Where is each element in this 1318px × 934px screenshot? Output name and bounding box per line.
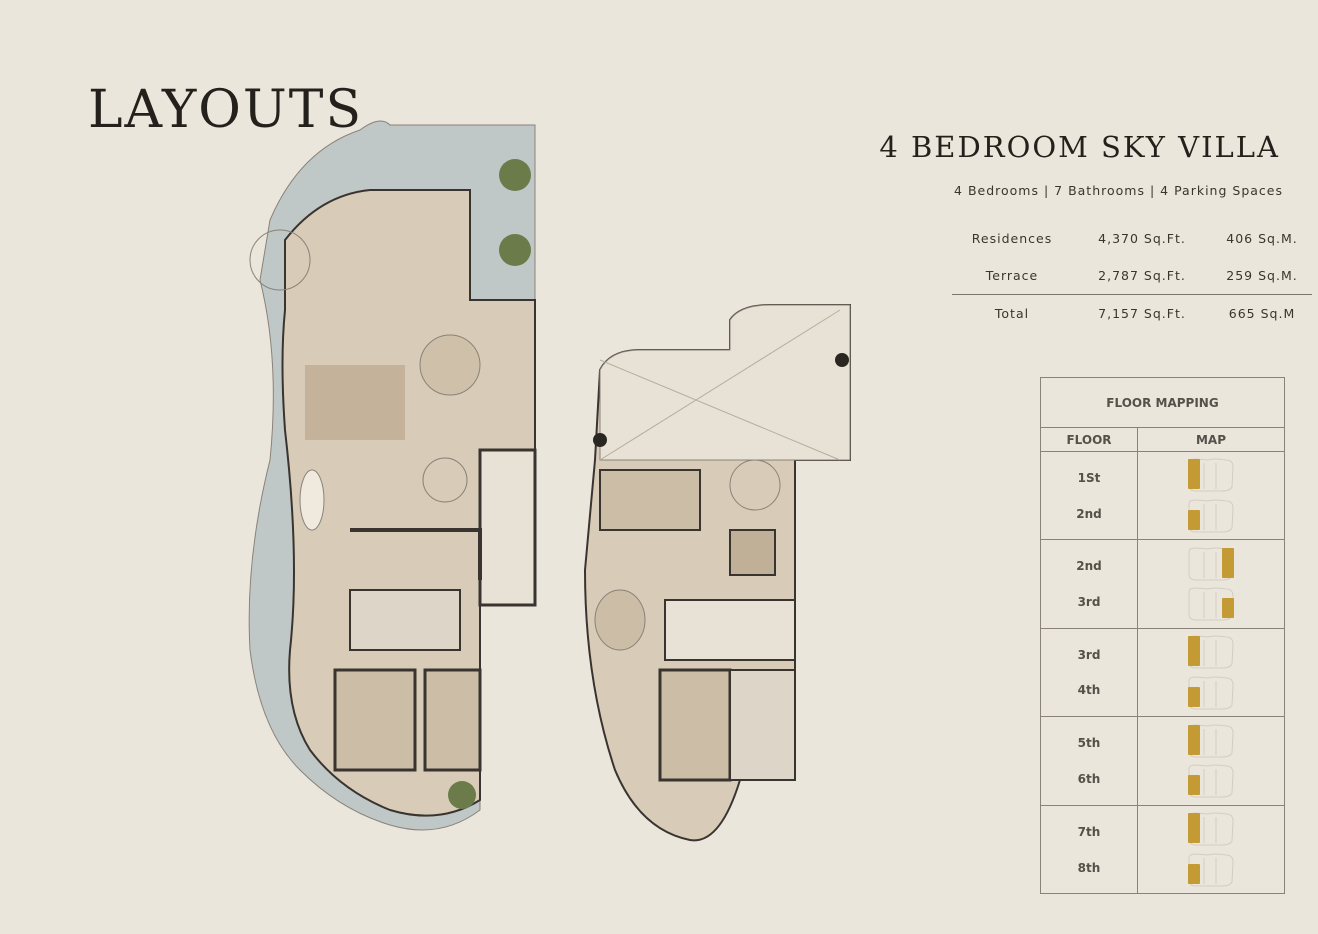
- floor-map-thumbnail: [1188, 547, 1234, 581]
- map-cell: [1138, 540, 1284, 627]
- floor-map-thumbnail: [1188, 676, 1234, 710]
- map-cell: [1138, 452, 1284, 539]
- floor-column-header: FLOOR: [1041, 428, 1138, 451]
- unit-summary: 4 Bedrooms | 7 Bathrooms | 4 Parking Spa…: [954, 183, 1283, 198]
- floor-mapping-title: FLOOR MAPPING: [1041, 378, 1284, 428]
- floor-label: 1St: [1077, 470, 1101, 485]
- floor-label: 4th: [1077, 683, 1101, 698]
- area-sqm: 259 Sq.M.: [1226, 268, 1298, 283]
- floor-mapping-row: 2nd 3rd: [1041, 540, 1284, 629]
- floor-label: 8th: [1077, 860, 1101, 875]
- area-label: Terrace: [985, 268, 1039, 283]
- floor-label: 2nd: [1076, 506, 1102, 521]
- floor-map-thumbnail: [1188, 499, 1234, 533]
- floor-mapping-row: 5th 6th: [1041, 717, 1284, 806]
- floor-cell: 1St 2nd: [1041, 452, 1138, 540]
- floor-map-thumbnail: [1188, 458, 1234, 492]
- area-sqm: 665 Sq.M: [1228, 305, 1296, 321]
- floor-mapping-table: FLOOR MAPPING FLOOR MAP 1St 2nd 2nd 3rd: [1040, 377, 1285, 894]
- floor-mapping-row: 1St 2nd: [1041, 452, 1284, 541]
- floor-label: 2nd: [1076, 559, 1102, 574]
- floor-map-thumbnail: [1188, 812, 1234, 846]
- floor-cell: 7th 8th: [1041, 805, 1138, 894]
- floor-map-thumbnail: [1188, 587, 1234, 621]
- area-label: Total: [994, 305, 1030, 321]
- area-sqft: 2,787 Sq.Ft.: [1098, 268, 1186, 283]
- living-rug: [305, 365, 405, 440]
- floor-cell: 3rd 4th: [1041, 628, 1138, 717]
- map-cell: [1138, 806, 1284, 894]
- floor-map-thumbnail: [1188, 853, 1234, 887]
- area-sqft: 7,157 Sq.Ft.: [1098, 305, 1186, 321]
- area-row-residences: Residences 4,370 Sq.Ft. 406 Sq.M.: [952, 220, 1312, 257]
- spiral-stair-icon: [249, 229, 311, 291]
- floor-label: 7th: [1077, 824, 1101, 839]
- floor-mapping-row: 3rd 4th: [1041, 628, 1284, 718]
- unit-title: 4 BEDROOM SKY VILLA: [879, 130, 1280, 164]
- map-cell: [1138, 717, 1284, 804]
- floor-label: 3rd: [1077, 594, 1101, 609]
- floor-map-thumbnail: [1188, 635, 1234, 669]
- floor-label: 5th: [1077, 736, 1101, 751]
- floor-plan-upper: [583, 304, 851, 842]
- area-row-terrace: Terrace 2,787 Sq.Ft. 259 Sq.M.: [952, 257, 1312, 294]
- floor-plan-lower: [248, 120, 537, 831]
- area-sqm: 406 Sq.M.: [1226, 231, 1298, 246]
- area-sqft: 4,370 Sq.Ft.: [1098, 231, 1186, 246]
- area-table: Residences 4,370 Sq.Ft. 406 Sq.M. Terrac…: [952, 220, 1312, 331]
- floor-label: 3rd: [1077, 647, 1101, 662]
- map-cell: [1138, 629, 1284, 716]
- floor-map-thumbnail: [1188, 724, 1234, 758]
- floor-cell: 2nd 3rd: [1041, 540, 1138, 628]
- floor-map-thumbnail: [1188, 764, 1234, 798]
- floor-cell: 5th 6th: [1041, 717, 1138, 805]
- floor-mapping-row: 7th 8th: [1041, 805, 1284, 894]
- area-label: Residences: [971, 231, 1053, 246]
- page-title: LAYOUTS: [88, 80, 364, 140]
- map-column-header: MAP: [1195, 432, 1227, 447]
- area-row-total: Total 7,157 Sq.Ft. 665 Sq.M: [952, 294, 1312, 331]
- floor-label: 6th: [1077, 771, 1101, 786]
